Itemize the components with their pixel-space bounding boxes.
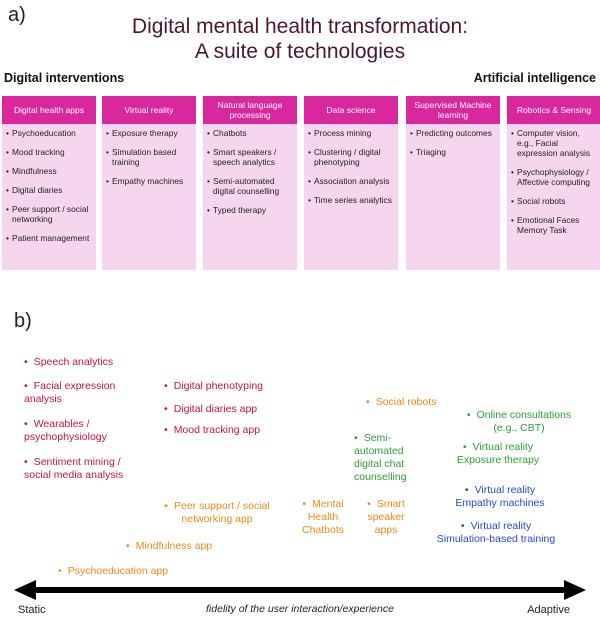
item-peer-support: •Peer support / social networking app	[164, 500, 270, 525]
column-header: Digital health apps	[2, 96, 96, 124]
item-sentiment-mining: •Sentiment mining / social media analysi…	[24, 456, 124, 481]
column-2: Natural language processingChatbotsSmart…	[203, 96, 297, 270]
column-item-list: Exposure therapySimulation based trainin…	[102, 124, 196, 186]
column-item: Association analysis	[308, 176, 395, 186]
column-item: Process mining	[308, 128, 395, 138]
column-item: Predicting outcomes	[410, 128, 497, 138]
column-header: Virtual reality	[102, 96, 196, 124]
column-item: Chatbots	[207, 128, 294, 138]
column-header: Supervised Machine learning	[406, 96, 500, 124]
column-item: Patient management	[6, 233, 93, 243]
column-item-list: Predicting outcomesTriaging	[406, 124, 500, 157]
axis-left-label: Static	[18, 604, 46, 616]
column-5: Robotics & SensingComputer vision, e.g.,…	[507, 96, 600, 270]
title-line-2: A suite of technologies	[194, 40, 406, 63]
column-item: Smart speakers / speech analytics	[207, 147, 294, 167]
axis-middle-label: fidelity of the user interaction/experie…	[206, 603, 394, 615]
arrow-head-right	[564, 580, 586, 600]
column-item: Time series analytics	[308, 195, 395, 205]
left-heading: Digital interventions	[4, 71, 125, 85]
column-0: Digital health appsPsychoeducationMood t…	[2, 96, 96, 270]
right-heading: Artificial intelligence	[473, 71, 596, 85]
column-item: Psychoeducation	[6, 128, 93, 138]
column-item-list: PsychoeducationMood trackingMindfulnessD…	[2, 124, 96, 243]
column-header: Robotics & Sensing	[507, 96, 600, 124]
column-item: Social robots	[511, 196, 598, 206]
column-item: Psychophysiology / Affective computing	[511, 167, 598, 187]
diagram-title: Digital mental health transformation: A …	[0, 14, 600, 64]
item-vr-simulation: •Virtual reality Simulation-based traini…	[436, 520, 556, 545]
column-3: Data scienceProcess miningClustering / d…	[304, 96, 398, 270]
arrow-head-left	[14, 580, 36, 600]
item-vr-exposure: •Virtual reality Exposure therapy	[456, 441, 540, 466]
title-line-1: Digital mental health transformation:	[131, 15, 469, 38]
column-item-list: Computer vision, e.g., Facial expression…	[507, 124, 600, 235]
item-mental-health-chatbots: •Mental Health Chatbots	[301, 498, 345, 536]
column-item: Mood tracking	[6, 147, 93, 157]
column-4: Supervised Machine learningPredicting ou…	[406, 96, 500, 270]
item-digital-phenotyping: •Digital phenotyping	[164, 380, 263, 392]
item-smart-speaker: •Smart speaker apps	[367, 498, 405, 536]
item-facial-expression: •Facial expression analysis	[24, 380, 116, 405]
arrow-shaft	[34, 587, 566, 593]
item-online-consultations: •Online consultations (e.g., CBT)	[466, 409, 572, 434]
column-item: Computer vision, e.g., Facial expression…	[511, 128, 598, 158]
column-item: Emotional Faces Memory Task	[511, 215, 598, 235]
item-vr-empathy: •Virtual reality Empathy machines	[455, 484, 545, 509]
column-header: Data science	[304, 96, 398, 124]
column-header: Natural language processing	[203, 96, 297, 124]
column-item: Clustering / digital phenotyping	[308, 147, 395, 167]
item-social-robots: •Social robots	[366, 396, 437, 408]
column-item: Digital diaries	[6, 185, 93, 195]
item-mood-tracking: •Mood tracking app	[164, 424, 261, 436]
item-wearables: •Wearables / psychophysiology	[24, 418, 107, 443]
axis-right-label: Adaptive	[527, 604, 570, 616]
column-item: Peer support / social networking	[6, 204, 93, 224]
panel-b-label: b)	[14, 310, 32, 332]
column-item-list: Process miningClustering / digital pheno…	[304, 124, 398, 205]
column-item: Typed therapy	[207, 205, 294, 215]
column-item: Exposure therapy	[106, 128, 193, 138]
column-item: Empathy machines	[106, 176, 193, 186]
column-item-list: ChatbotsSmart speakers / speech analytic…	[203, 124, 297, 215]
column-item: Mindfulness	[6, 166, 93, 176]
fidelity-axis-arrow	[14, 580, 586, 600]
column-item: Triaging	[410, 147, 497, 157]
item-semi-automated-counselling: •Semi-automated digital chat counselling	[354, 432, 407, 483]
column-item: Simulation based training	[106, 147, 193, 167]
item-mindfulness: •Mindfulness app	[126, 540, 213, 552]
item-speech-analytics: •Speech analytics	[24, 356, 114, 368]
item-digital-diaries: •Digital diaries app	[164, 403, 258, 415]
panel-a-label: a)	[8, 4, 26, 26]
column-item: Semi-automated digital counselling	[207, 176, 294, 196]
item-psychoeducation: •Psychoeducation app	[58, 565, 169, 577]
